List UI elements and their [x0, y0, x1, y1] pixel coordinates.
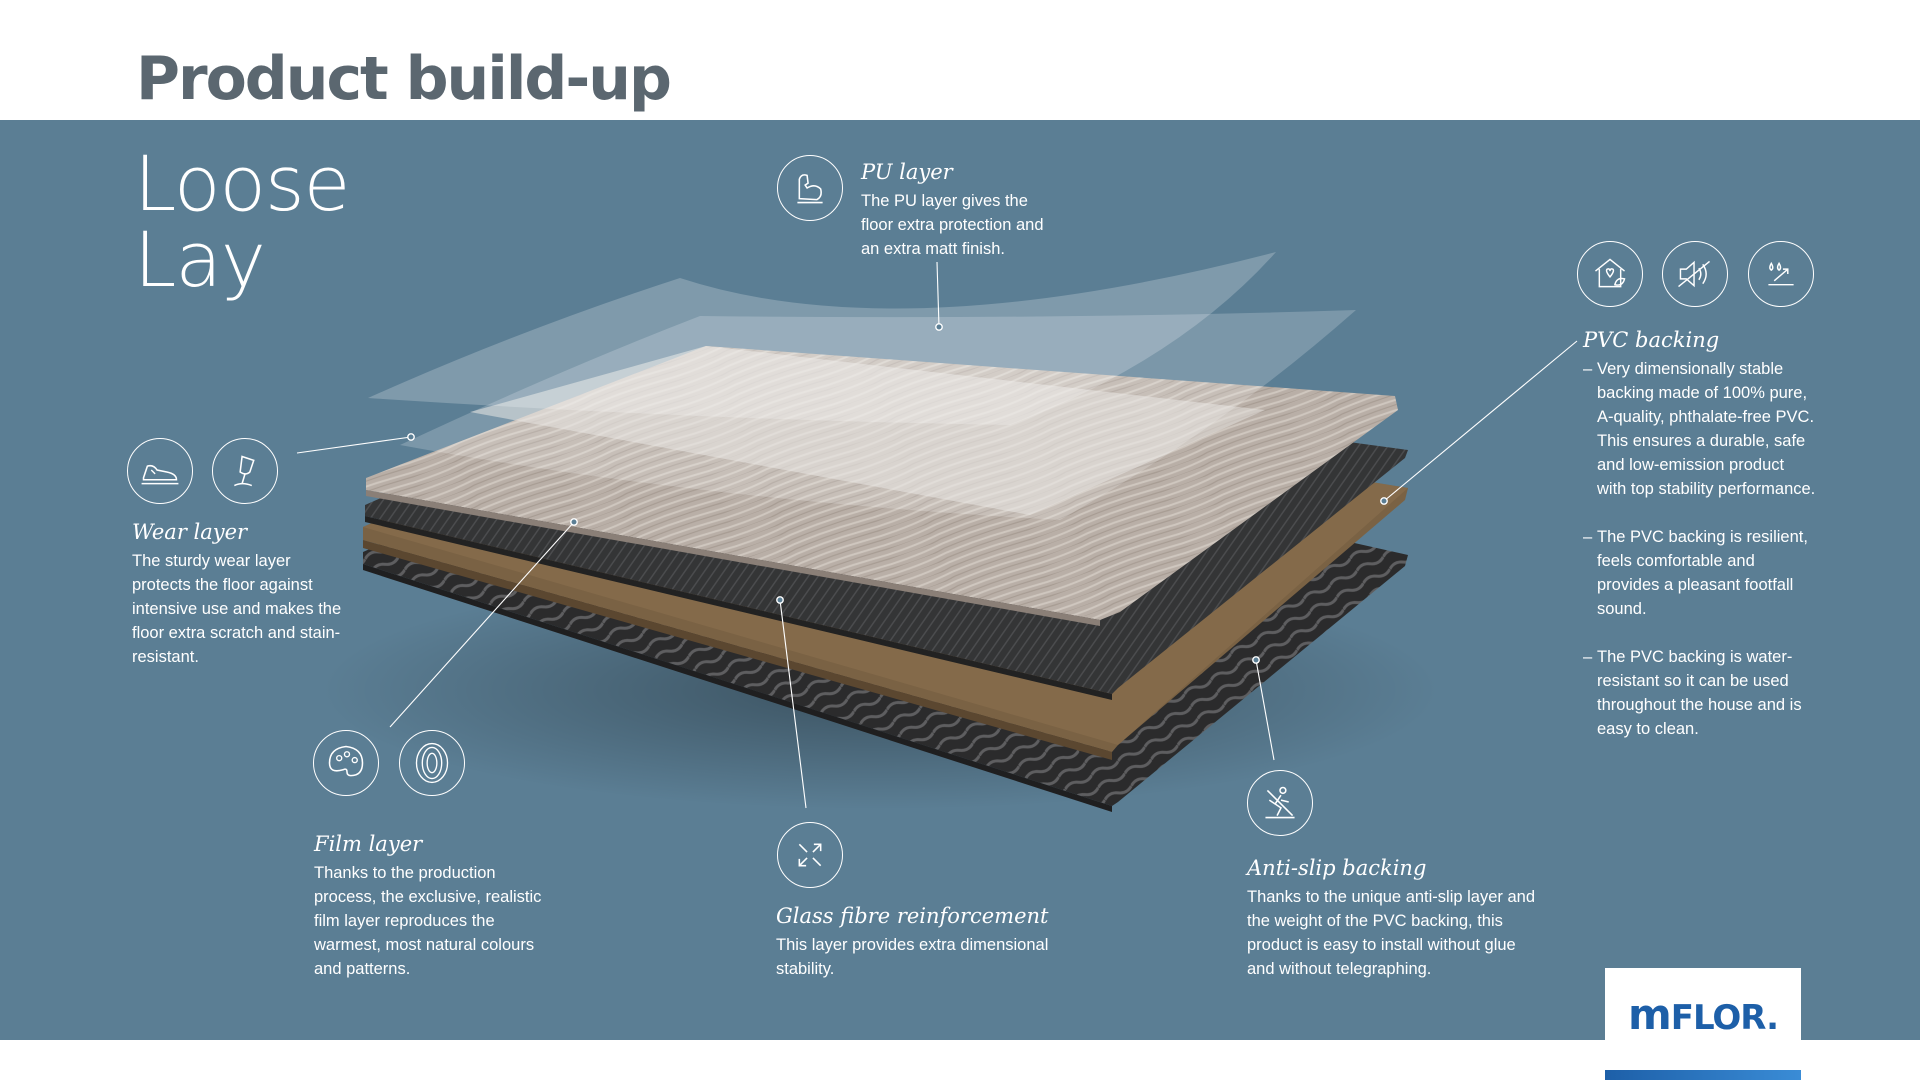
eco-home-icon	[1577, 241, 1643, 307]
anti-slip-text: Thanks to the unique anti-slip layer and…	[1247, 888, 1536, 978]
palette-icon	[313, 730, 379, 796]
leader-dots	[407, 323, 1388, 664]
antislip-leader	[1255, 659, 1275, 761]
wear-layer-title: Wear layer	[132, 520, 248, 544]
pu-layer	[368, 252, 1276, 425]
film-layer-text: Thanks to the production process, the ex…	[314, 864, 542, 978]
subtitle-line-1: Loose	[134, 139, 350, 228]
pvc-bullet-2: The PVC backing is resilient, feels comf…	[1583, 525, 1818, 621]
anti-slip-title: Anti-slip backing	[1247, 856, 1427, 880]
footer-strip	[0, 1040, 1920, 1080]
pu-leader	[936, 261, 940, 328]
sound-reduction-icon	[1662, 241, 1728, 307]
pu-layer-callout: PU layer The PU layer gives the floor ex…	[861, 159, 1061, 261]
glass-leader	[779, 599, 807, 809]
film-layer-callout: Film layer Thanks to the production proc…	[314, 831, 554, 981]
wood-grain-icon	[399, 730, 465, 796]
wear-layer-callout: Wear layer The sturdy wear layer protect…	[132, 519, 342, 669]
leader-lines	[296, 261, 1578, 809]
logo-m: m	[1627, 990, 1672, 1039]
subtitle-line-2: Lay	[134, 215, 266, 304]
pvc-bullet-1: Very dimensionally stable backing made o…	[1583, 357, 1818, 501]
wear-layer	[400, 310, 1356, 520]
mflor-logo: mFLOR.	[1605, 968, 1801, 1080]
wine-spill-icon	[212, 438, 278, 504]
page-title: Product build-up	[136, 44, 672, 114]
strength-arm-icon	[777, 155, 843, 221]
pvc-backing-title: PVC backing	[1583, 328, 1720, 352]
pu-layer-text: The PU layer gives the floor extra prote…	[861, 192, 1044, 258]
film-leader	[389, 521, 575, 728]
glass-fibre-title: Glass fibre reinforcement	[776, 904, 1049, 928]
glass-fibre-callout: Glass fibre reinforcement This layer pro…	[776, 903, 1056, 981]
sneaker-icon	[127, 438, 193, 504]
product-subtitle: Loose Lay	[134, 139, 350, 304]
film-layer-title: Film layer	[314, 832, 423, 856]
pvc-bullet-3: The PVC backing is water-resistant so it…	[1583, 645, 1818, 741]
pvc-backing-callout: PVC backing Very dimensionally stable ba…	[1583, 327, 1818, 765]
glass-fibre-text: This layer provides extra dimensional st…	[776, 936, 1049, 978]
wear-leader	[296, 436, 412, 454]
film-layer	[366, 346, 1398, 626]
water-resistant-icon	[1748, 241, 1814, 307]
anti-slip-icon	[1247, 770, 1313, 836]
pu-layer-title: PU layer	[861, 160, 953, 184]
pvc-leader	[1383, 340, 1578, 502]
expand-arrows-icon	[777, 822, 843, 888]
anti-slip-callout: Anti-slip backing Thanks to the unique a…	[1247, 855, 1547, 981]
pvc-backing-bullets: Very dimensionally stable backing made o…	[1583, 357, 1818, 741]
logo-flor: FLOR.	[1670, 998, 1779, 1038]
logo-wordmark: mFLOR.	[1605, 990, 1801, 1039]
logo-bar	[1605, 1070, 1801, 1080]
wear-layer-text: The sturdy wear layer protects the floor…	[132, 552, 342, 666]
